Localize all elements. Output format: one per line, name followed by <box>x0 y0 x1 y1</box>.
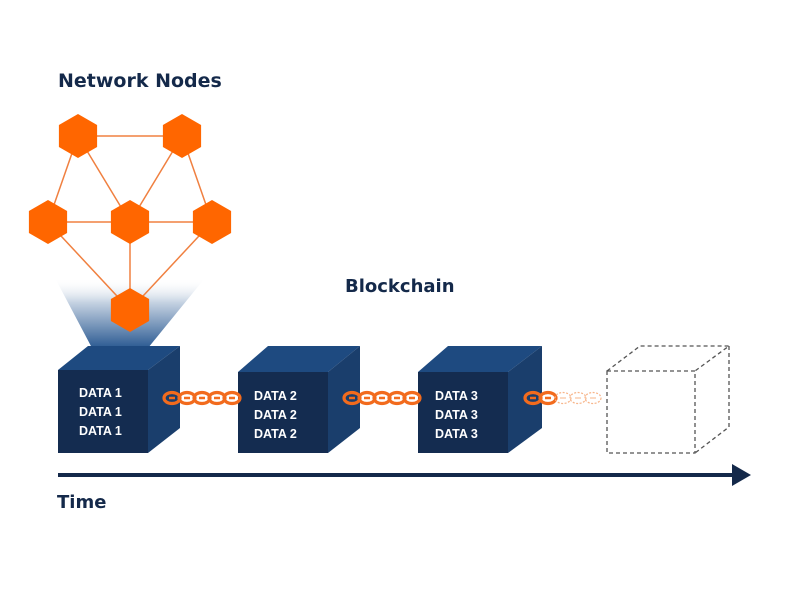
block-top <box>418 346 542 372</box>
network-node-hexagon <box>58 114 98 158</box>
blockchain-title: Blockchain <box>345 276 455 297</box>
block-2-line-3: DATA 2 <box>254 427 297 441</box>
future-block-top <box>606 345 731 372</box>
block-2-data: DATA 2 DATA 2 DATA 2 <box>254 387 297 444</box>
network-node-hexagon <box>110 288 150 332</box>
network-edge <box>47 221 131 311</box>
network-edge <box>129 221 213 311</box>
block-top <box>58 346 180 370</box>
block-1-data: DATA 1 DATA 1 DATA 1 <box>79 384 122 441</box>
block-3 <box>418 346 542 453</box>
chain-ring <box>222 390 242 406</box>
network-nodes-title: Network Nodes <box>58 70 222 92</box>
block-1-line-2: DATA 1 <box>79 405 122 419</box>
time-label: Time <box>57 492 107 513</box>
block-3-data: DATA 3 DATA 3 DATA 3 <box>435 387 478 444</box>
future-block-front <box>606 370 696 454</box>
chain-ring <box>538 390 558 406</box>
chain-link-1-2 <box>162 390 242 406</box>
network-node-hexagon <box>28 200 68 244</box>
chain-ring <box>402 390 422 406</box>
network-nodes <box>28 114 232 332</box>
block-3-line-1: DATA 3 <box>435 389 478 403</box>
block-front <box>58 370 148 453</box>
block-front <box>238 372 328 453</box>
network-node-hexagon <box>162 114 202 158</box>
block-3-line-3: DATA 3 <box>435 427 478 441</box>
chain-ring <box>569 391 587 405</box>
block-2-line-2: DATA 2 <box>254 408 297 422</box>
block-1-line-3: DATA 1 <box>79 424 122 438</box>
chain-ring <box>554 391 572 405</box>
block-front <box>418 372 508 453</box>
block-3-line-2: DATA 3 <box>435 408 478 422</box>
block-top <box>238 346 360 372</box>
block-1-line-1: DATA 1 <box>79 386 122 400</box>
network-node-hexagon <box>110 200 150 244</box>
network-node-hexagon <box>192 200 232 244</box>
chain-link-3-future <box>523 390 602 406</box>
time-arrow-head <box>732 464 751 486</box>
future-block-side <box>694 346 730 454</box>
future-block <box>606 345 731 454</box>
chain-ring <box>584 391 602 405</box>
block-2-line-1: DATA 2 <box>254 389 297 403</box>
chain-link-2-3 <box>342 390 422 406</box>
